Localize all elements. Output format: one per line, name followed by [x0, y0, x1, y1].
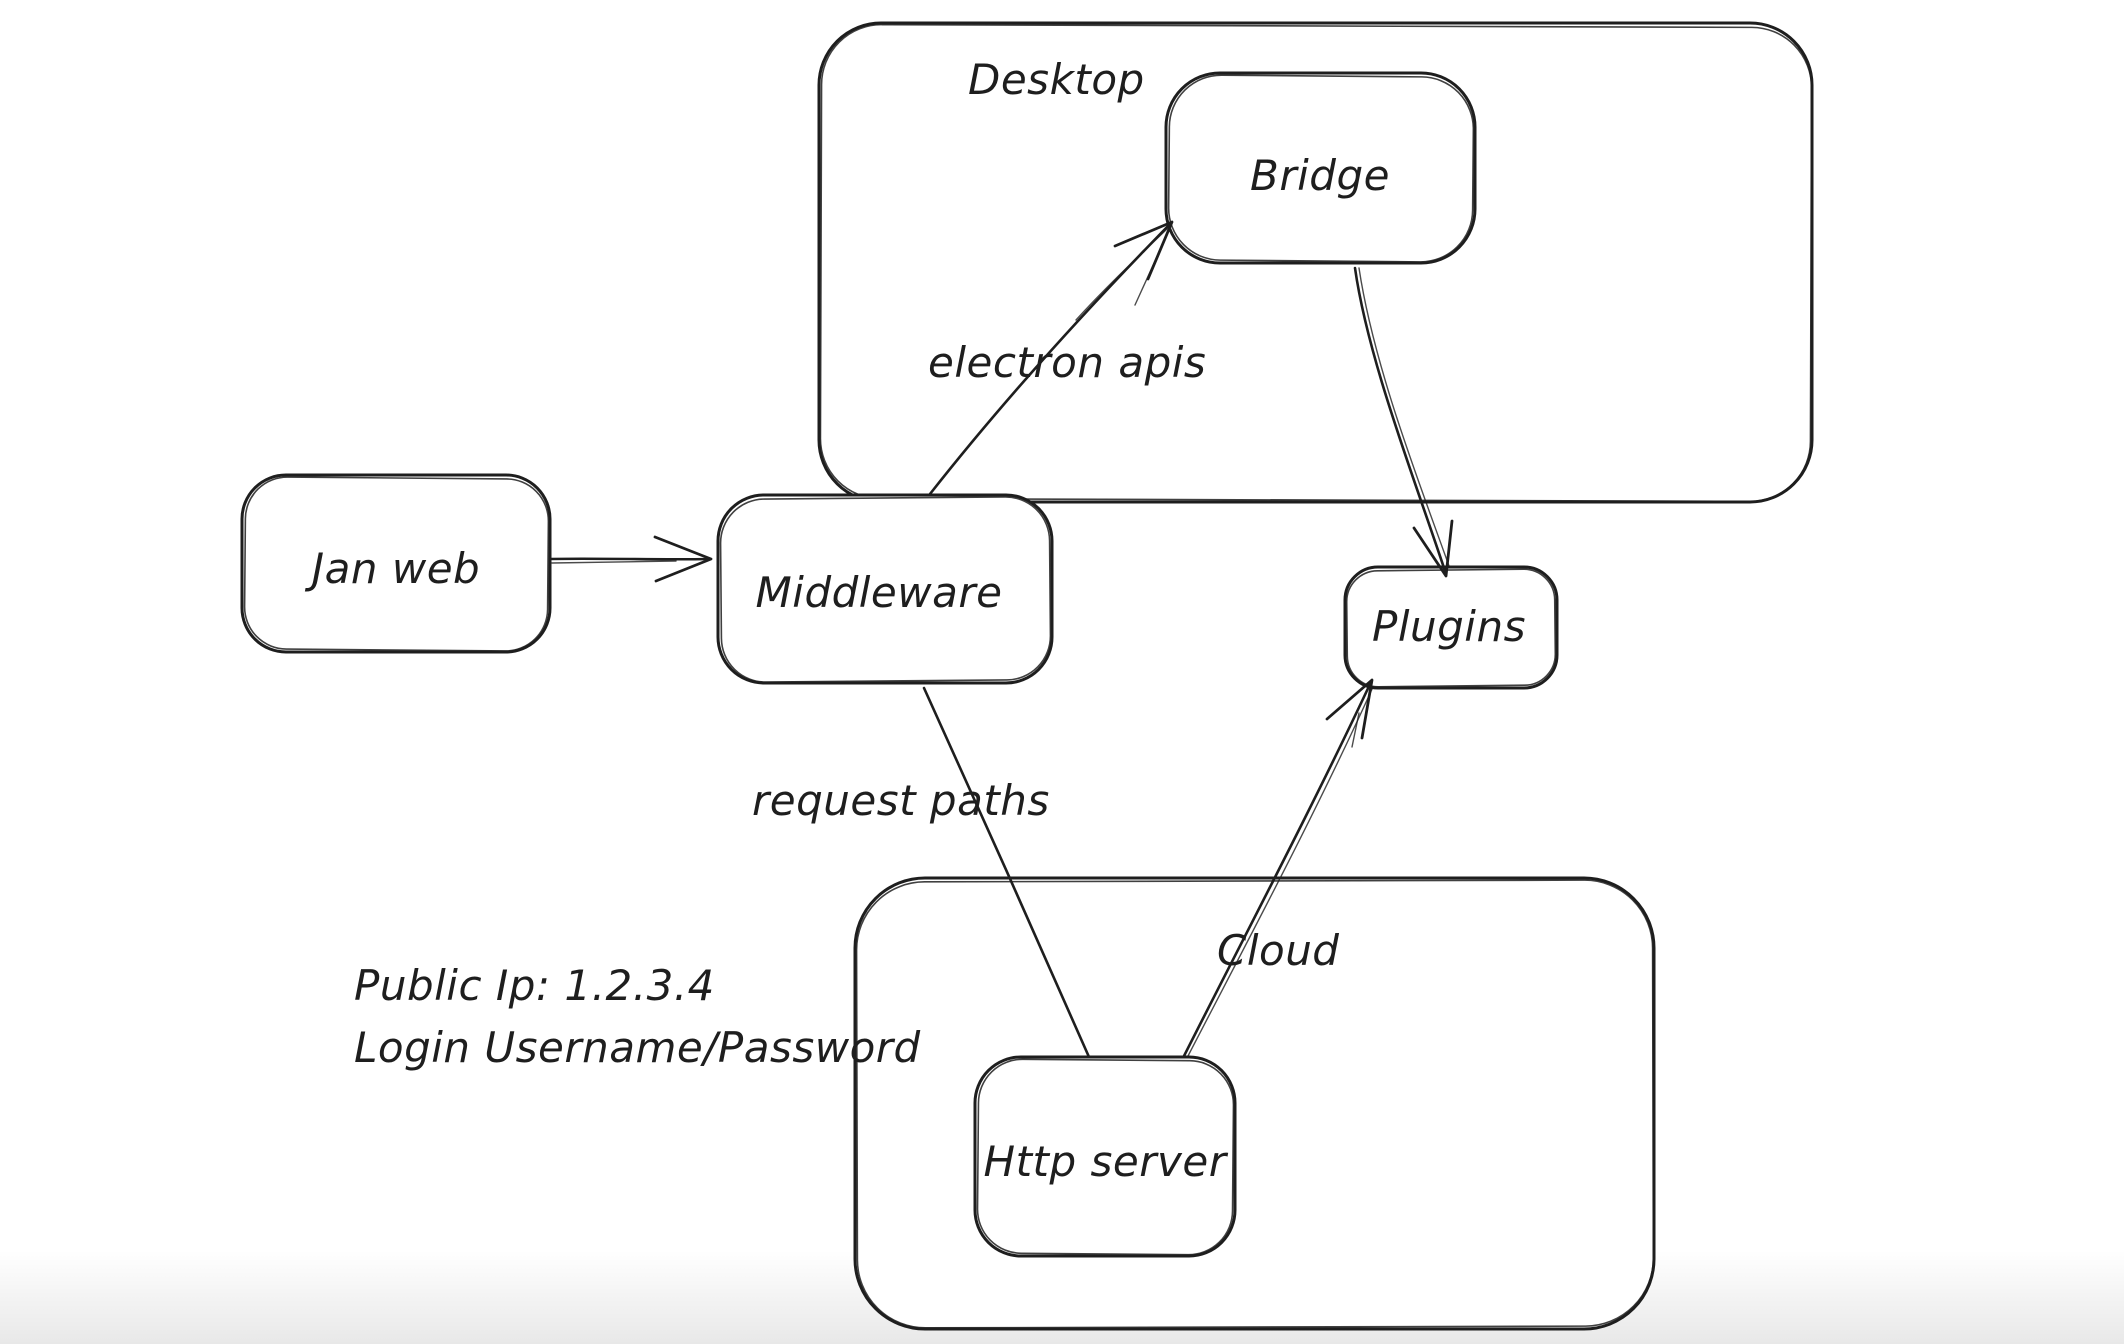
cloud-container-sketch-outline — [855, 879, 1655, 1329]
desktop-container-label: Desktop — [968, 55, 1145, 104]
middleware-label: Middleware — [756, 568, 1003, 617]
middleware-sketch-outline — [719, 496, 1052, 683]
jan-web-sketch-outline — [243, 476, 550, 652]
arrowhead-icon — [1325, 678, 1374, 740]
edge-label-request-paths[interactable]: request paths — [752, 776, 1050, 825]
arrowhead-icon — [653, 535, 713, 583]
edge-httpserver-to-plugins[interactable] — [1182, 678, 1374, 1058]
edge-sketch-line — [1358, 267, 1450, 567]
http-server-box — [973, 1055, 1237, 1258]
node-http-server[interactable]: Http server — [973, 1055, 1237, 1258]
edge-middleware-to-httpserver[interactable]: request paths — [752, 686, 1091, 1059]
bridge-sketch-outline — [1167, 74, 1475, 263]
note-line-login: Login Username/Password — [354, 1023, 921, 1072]
node-plugins[interactable]: Plugins — [1343, 565, 1559, 690]
edge-sketch-line — [1187, 686, 1374, 1057]
bridge-label: Bridge — [1250, 151, 1390, 200]
edge-bridge-to-plugins[interactable] — [1353, 266, 1454, 578]
edge-sketch-line — [551, 560, 677, 564]
http-server-label: Http server — [984, 1137, 1229, 1186]
plugins-sketch-outline — [1345, 568, 1557, 688]
edge-middleware-to-bridge[interactable]: electron apis — [928, 220, 1206, 496]
note-line-public-ip: Public Ip: 1.2.3.4 — [354, 961, 715, 1010]
bridge-box — [1164, 71, 1477, 265]
edge-janweb-to-middleware[interactable] — [548, 535, 713, 583]
edge-line — [1182, 680, 1373, 1058]
arrowhead-icon — [1412, 519, 1454, 578]
cloud-container-label[interactable]: Cloud — [1217, 926, 1339, 975]
edge-sketch-line — [1075, 227, 1169, 321]
desktop-container-sketch-outline — [819, 23, 1813, 503]
jan-web-label: Jan web — [305, 544, 480, 593]
note-public-ip[interactable]: Public Ip: 1.2.3.4 Login Username/Passwo… — [354, 961, 921, 1072]
http-server-sketch-outline — [976, 1058, 1235, 1256]
edge-line — [548, 557, 711, 561]
edge-line — [1353, 266, 1448, 576]
arrowhead-sketch-stroke — [1351, 712, 1360, 748]
edge-line — [922, 686, 1091, 1059]
node-middleware[interactable]: Middleware — [716, 493, 1054, 685]
node-jan-web[interactable]: Jan web — [240, 473, 552, 654]
jan-web-box — [240, 473, 552, 654]
plugins-label: Plugins — [1372, 602, 1526, 651]
node-bridge[interactable]: Bridge — [1164, 71, 1477, 265]
edge-label-electron-apis[interactable]: electron apis — [928, 338, 1206, 387]
arrowhead-sketch-stroke — [1134, 249, 1161, 306]
plugins-box — [1343, 565, 1559, 690]
middleware-box — [716, 493, 1054, 685]
